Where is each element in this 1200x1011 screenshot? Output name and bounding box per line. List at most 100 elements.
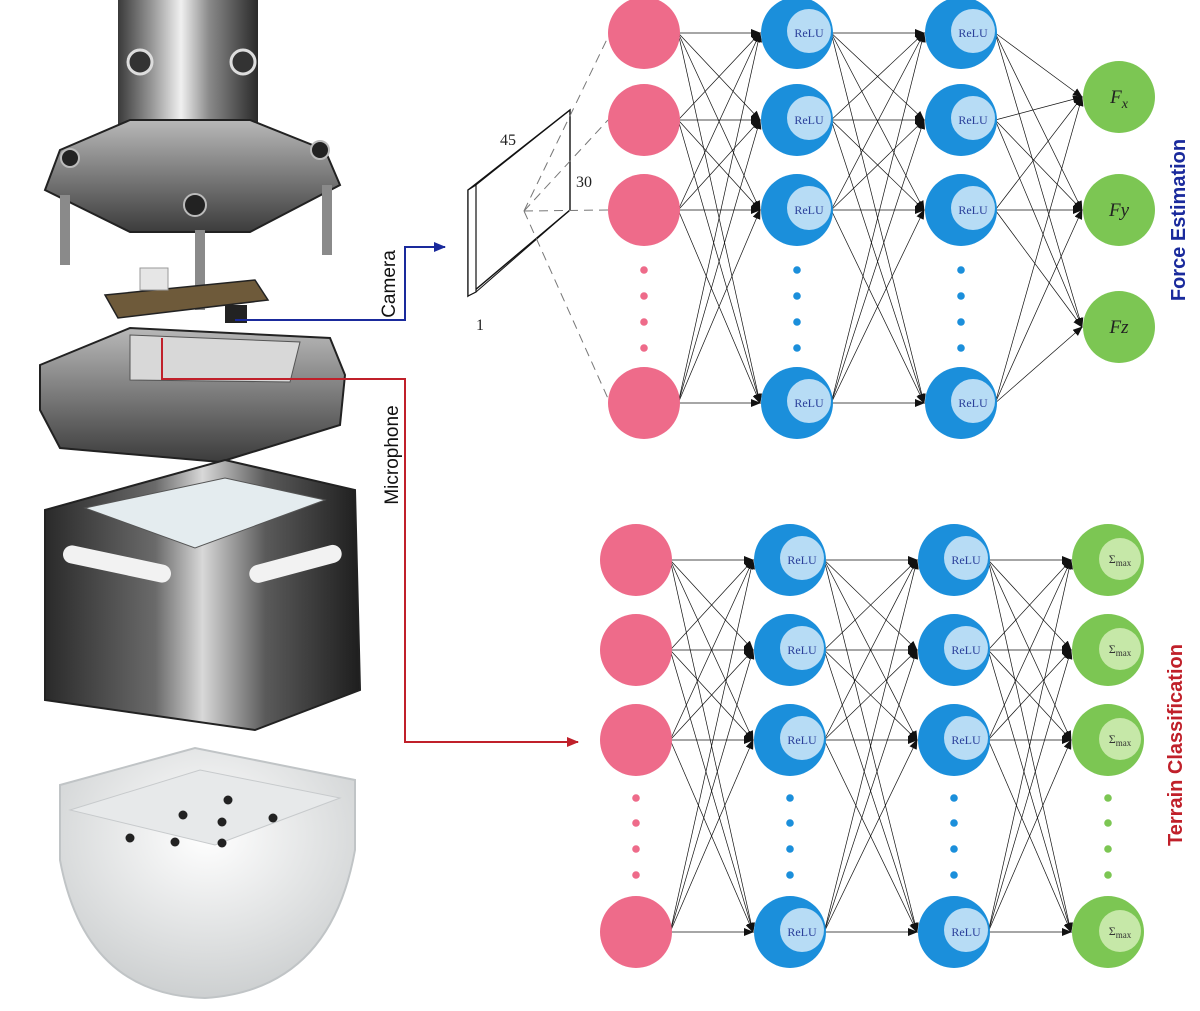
terrain-classification-label: Terrain Classification bbox=[1165, 644, 1187, 846]
force-input-node bbox=[608, 174, 680, 246]
projection-line bbox=[523, 210, 611, 404]
ellipsis-dot bbox=[957, 266, 965, 274]
force-edge bbox=[830, 32, 926, 404]
ellipsis-dot bbox=[957, 344, 965, 352]
force-edge bbox=[677, 209, 761, 404]
relu-label: ReLU bbox=[951, 925, 981, 939]
terrain-output-softmax-node: Σmax bbox=[1072, 896, 1144, 968]
terrain-output-softmax-node: Σmax bbox=[1072, 704, 1144, 776]
terrain-edge bbox=[987, 559, 1073, 933]
force-edge bbox=[994, 119, 1083, 211]
lower-ring bbox=[44, 458, 362, 732]
ring-slot bbox=[63, 545, 171, 583]
relu-label: ReLU bbox=[787, 553, 817, 567]
terrain-edge bbox=[823, 559, 918, 741]
relu-label: ReLU bbox=[958, 26, 988, 40]
relu-inner-circle bbox=[787, 379, 831, 423]
bolt-icon bbox=[126, 48, 154, 76]
terrain-hidden-node: ReLU bbox=[918, 896, 990, 968]
terrain-nodes: ReLUReLUReLUReLUReLUReLUReLUReLUΣmaxΣmax… bbox=[600, 524, 1144, 968]
marker-dot bbox=[170, 837, 180, 847]
frame-to-input-lines bbox=[523, 32, 611, 404]
terrain-input-node bbox=[600, 704, 672, 776]
input-neuron-circle bbox=[600, 614, 672, 686]
terrain-hidden-node: ReLU bbox=[754, 704, 826, 776]
relu-inner-circle bbox=[944, 716, 988, 760]
relu-inner-circle bbox=[951, 186, 995, 230]
force-edge bbox=[830, 32, 925, 211]
relu-label: ReLU bbox=[787, 925, 817, 939]
relu-inner-circle bbox=[944, 908, 988, 952]
ellipsis-dot bbox=[1104, 794, 1112, 802]
softmax-inner-circle bbox=[1099, 718, 1141, 760]
screw bbox=[195, 230, 205, 310]
ellipsis-dot bbox=[950, 794, 958, 802]
force-hidden-node: ReLU bbox=[761, 174, 833, 246]
ellipsis-dot bbox=[786, 871, 794, 879]
force-hidden-node: ReLU bbox=[761, 367, 833, 439]
terrain-edge bbox=[669, 739, 754, 933]
ellipsis-dot bbox=[786, 794, 794, 802]
housing-window bbox=[129, 334, 301, 383]
input-neuron-circle bbox=[608, 84, 680, 156]
input-neuron-circle bbox=[608, 0, 680, 69]
relu-label: ReLU bbox=[794, 396, 824, 410]
projection-line bbox=[523, 119, 609, 212]
ellipsis-dot bbox=[950, 819, 958, 827]
marker-dot bbox=[223, 795, 233, 805]
relu-inner-circle bbox=[951, 379, 995, 423]
force-output-label: Fz bbox=[1109, 317, 1130, 338]
ring-slot bbox=[249, 544, 342, 583]
projection-line bbox=[523, 32, 611, 212]
terrain-edge bbox=[823, 559, 918, 651]
force-edge bbox=[994, 326, 1083, 404]
terrain-input-node bbox=[600, 614, 672, 686]
force-edge bbox=[830, 209, 925, 404]
relu-label: ReLU bbox=[787, 733, 817, 747]
ellipsis-dot bbox=[640, 266, 648, 274]
softmax-inner-circle bbox=[1099, 628, 1141, 670]
force-hidden-node: ReLU bbox=[925, 174, 997, 246]
softmax-label: Σmax bbox=[1109, 552, 1132, 568]
force-hidden-node: ReLU bbox=[761, 84, 833, 156]
input-neuron-circle bbox=[600, 524, 672, 596]
ellipsis-dot bbox=[793, 318, 801, 326]
screw bbox=[322, 185, 332, 255]
relu-label: ReLU bbox=[787, 643, 817, 657]
ellipsis-dot bbox=[793, 344, 801, 352]
terrain-output-softmax-node: Σmax bbox=[1072, 614, 1144, 686]
force-edge bbox=[677, 119, 761, 211]
ring-window bbox=[83, 477, 327, 549]
input-neuron-circle bbox=[608, 367, 680, 439]
output-neuron-circle bbox=[1083, 291, 1155, 363]
terrain-edge bbox=[669, 559, 754, 741]
force-output-label: Fx bbox=[1109, 87, 1129, 112]
relu-label: ReLU bbox=[794, 26, 824, 40]
relu-inner-circle bbox=[944, 626, 988, 670]
force-edge bbox=[830, 32, 925, 121]
relu-inner-circle bbox=[787, 9, 831, 53]
softmax-inner-circle bbox=[1099, 910, 1141, 952]
terrain-edges bbox=[669, 556, 1073, 936]
ellipsis-dot bbox=[957, 292, 965, 300]
ellipsis-dot bbox=[640, 318, 648, 326]
force-output-force-node: Fz bbox=[1083, 291, 1155, 363]
terrain-edge bbox=[669, 649, 755, 933]
relu-inner-circle bbox=[780, 626, 824, 670]
terrain-edge bbox=[823, 649, 918, 933]
marker-dot bbox=[217, 817, 227, 827]
terrain-hidden-node: ReLU bbox=[918, 614, 990, 686]
force-edge bbox=[995, 95, 1083, 121]
relu-inner-circle bbox=[787, 96, 831, 140]
terrain-hidden-node: ReLU bbox=[918, 524, 990, 596]
ellipsis-dot bbox=[786, 845, 794, 853]
terrain-edge bbox=[987, 649, 1073, 933]
image-depth-label: 1 bbox=[476, 317, 484, 334]
force-edge bbox=[994, 32, 1083, 211]
terrain-hidden-node: ReLU bbox=[754, 896, 826, 968]
force-edge bbox=[994, 209, 1083, 328]
camera-label: Camera bbox=[379, 250, 400, 318]
